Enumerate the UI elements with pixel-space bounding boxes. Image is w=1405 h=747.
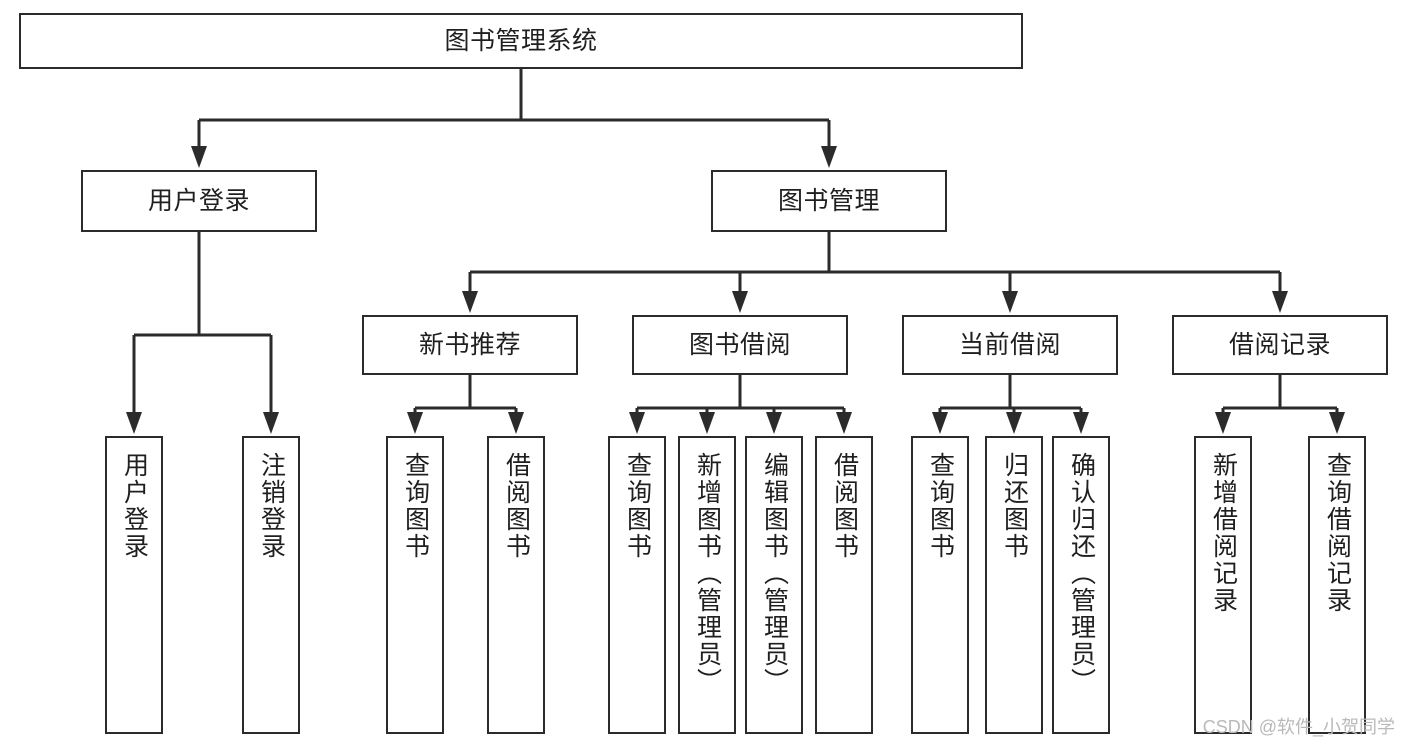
edge-user-login-to-leaf-user-login xyxy=(126,232,201,434)
node-leaf-confirm-return[interactable]: 确认归还（管理员） xyxy=(1052,436,1110,734)
node-label: 查询借阅记录 xyxy=(1323,452,1352,614)
node-book-manage[interactable]: 图书管理 xyxy=(711,170,947,232)
node-label: 借阅记录 xyxy=(1228,331,1331,359)
node-label: 借阅图书 xyxy=(502,452,531,560)
node-label: 借阅图书 xyxy=(830,452,859,560)
node-leaf-borrow-book-bor[interactable]: 借阅图书 xyxy=(815,436,873,734)
arrowhead-icon xyxy=(629,412,645,434)
edge-borrow-record-to-leaf-add-borrow-record xyxy=(1215,375,1282,434)
edge-borrow-record-to-leaf-query-borrow-record xyxy=(1280,406,1345,434)
arrowhead-icon xyxy=(1272,291,1288,313)
arrowhead-icon xyxy=(191,146,207,168)
node-label: 图书管理 xyxy=(777,187,880,215)
edge-current-borrow-to-leaf-query-book-cur xyxy=(932,375,1012,434)
node-label: 新增借阅记录 xyxy=(1209,452,1238,614)
node-leaf-user-login[interactable]: 用户登录 xyxy=(105,436,163,734)
arrowhead-icon xyxy=(1073,412,1089,434)
node-leaf-borrow-book-rec[interactable]: 借阅图书 xyxy=(487,436,545,734)
node-leaf-add-book-admin[interactable]: 新增图书（管理员） xyxy=(678,436,736,734)
node-label: 查询图书 xyxy=(623,452,652,560)
node-label: 编辑图书（管理员） xyxy=(760,452,789,695)
arrowhead-icon xyxy=(1215,412,1231,434)
edge-book-borrow-to-leaf-borrow-book-bor xyxy=(740,406,852,434)
node-label: 查询图书 xyxy=(926,452,955,560)
node-label: 图书管理系统 xyxy=(444,27,598,55)
node-root[interactable]: 图书管理系统 xyxy=(19,13,1023,69)
edge-book-borrow-to-leaf-query-book-bor xyxy=(629,375,742,434)
node-label: 用户登录 xyxy=(147,187,250,215)
edge-book-borrow-to-leaf-add-book-admin xyxy=(699,406,740,434)
arrowhead-icon xyxy=(932,412,948,434)
edge-book-manage-to-book-borrow xyxy=(732,270,829,313)
arrowhead-icon xyxy=(407,412,423,434)
edge-current-borrow-to-leaf-confirm-return xyxy=(1010,406,1089,434)
arrowhead-icon xyxy=(732,291,748,313)
node-leaf-user-logout[interactable]: 注销登录 xyxy=(242,436,300,734)
edge-new-book-recommend-to-leaf-borrow-book-rec xyxy=(470,406,524,434)
edge-current-borrow-to-leaf-return-book xyxy=(1006,406,1022,434)
node-label: 新增图书（管理员） xyxy=(693,452,722,695)
arrowhead-icon xyxy=(462,291,478,313)
node-leaf-edit-book-admin[interactable]: 编辑图书（管理员） xyxy=(745,436,803,734)
node-leaf-query-book-rec[interactable]: 查询图书 xyxy=(386,436,444,734)
node-new-book-recommend[interactable]: 新书推荐 xyxy=(362,315,578,375)
node-leaf-query-borrow-record[interactable]: 查询借阅记录 xyxy=(1308,436,1366,734)
edge-root-to-book-manage xyxy=(521,118,837,168)
edge-book-borrow-to-leaf-edit-book-admin xyxy=(740,406,782,434)
edge-book-manage-to-borrow-record xyxy=(829,270,1288,313)
node-label: 图书借阅 xyxy=(688,331,791,359)
arrowhead-icon xyxy=(821,146,837,168)
arrowhead-icon xyxy=(263,412,279,434)
arrowhead-icon xyxy=(699,412,715,434)
node-label: 注销登录 xyxy=(257,452,286,560)
node-user-login[interactable]: 用户登录 xyxy=(81,170,317,232)
arrowhead-icon xyxy=(1329,412,1345,434)
arrowhead-icon xyxy=(1006,412,1022,434)
node-borrow-record[interactable]: 借阅记录 xyxy=(1172,315,1388,375)
node-leaf-query-book-cur[interactable]: 查询图书 xyxy=(911,436,969,734)
node-leaf-return-book[interactable]: 归还图书 xyxy=(985,436,1043,734)
edge-user-login-to-leaf-user-logout xyxy=(199,333,279,434)
arrowhead-icon xyxy=(126,412,142,434)
edge-new-book-recommend-to-leaf-query-book-rec xyxy=(407,375,472,434)
node-leaf-add-borrow-record[interactable]: 新增借阅记录 xyxy=(1194,436,1252,734)
node-label: 当前借阅 xyxy=(958,331,1061,359)
arrowhead-icon xyxy=(1002,291,1018,313)
node-label: 用户登录 xyxy=(120,452,149,560)
node-book-borrow[interactable]: 图书借阅 xyxy=(632,315,848,375)
node-label: 新书推荐 xyxy=(418,331,521,359)
node-current-borrow[interactable]: 当前借阅 xyxy=(902,315,1118,375)
arrowhead-icon xyxy=(836,412,852,434)
edge-root-to-user-login xyxy=(191,69,523,168)
arrowhead-icon xyxy=(508,412,524,434)
arrowhead-icon xyxy=(766,412,782,434)
node-label: 查询图书 xyxy=(401,452,430,560)
node-label: 确认归还（管理员） xyxy=(1067,452,1096,695)
edge-book-manage-to-current-borrow xyxy=(829,270,1018,313)
node-label: 归还图书 xyxy=(1000,452,1029,560)
node-leaf-query-book-bor[interactable]: 查询图书 xyxy=(608,436,666,734)
